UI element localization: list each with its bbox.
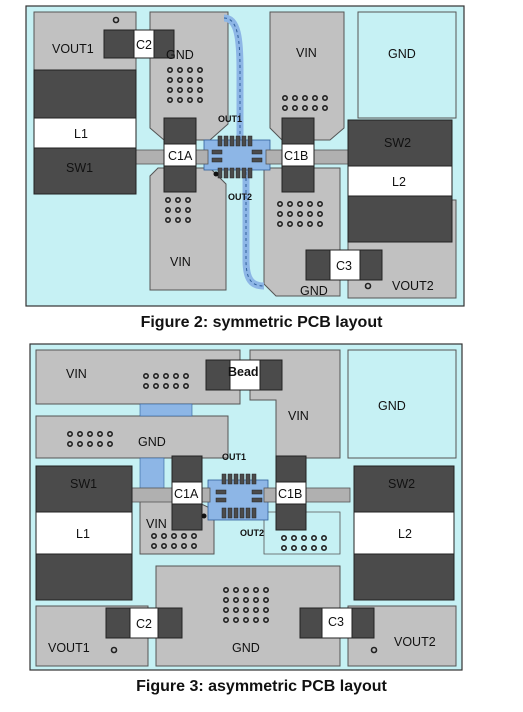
pin1-marker <box>201 513 207 519</box>
gnd-right-plane <box>357 11 457 119</box>
c3-capacitor <box>305 249 383 281</box>
via-array-vin-small <box>151 533 198 550</box>
figure-2-caption: Figure 2: symmetric PCB layout <box>140 314 383 331</box>
label-vin-bottom: VIN <box>170 255 191 269</box>
label-out2: OUT2 <box>228 192 252 202</box>
c1a-capacitor <box>171 455 203 531</box>
sw2-pad <box>347 119 453 167</box>
via-array-vin-bottom <box>165 197 192 224</box>
label-c1b: C1B <box>284 149 308 163</box>
label-gnd-left: GND <box>138 435 166 449</box>
label-vout2: VOUT2 <box>392 279 434 293</box>
figure-3-pcb-layout: VIN Bead VIN GND GND OUT1 SW1 C1A C1B SW… <box>29 343 463 671</box>
label-sw2: SW2 <box>388 477 415 491</box>
label-gnd-top: GND <box>166 48 194 62</box>
ic-pins <box>215 473 263 519</box>
sw1-pad <box>35 465 133 513</box>
label-vin-top: VIN <box>66 367 87 381</box>
vout2-plane <box>347 605 457 667</box>
label-gnd-right: GND <box>388 47 416 61</box>
blue-trace-top-dash <box>223 17 241 150</box>
label-c2: C2 <box>136 38 152 52</box>
label-gnd-bottom: GND <box>300 284 328 298</box>
pin1-marker <box>213 171 219 177</box>
vin-top-plane <box>269 11 345 141</box>
c2-capacitor <box>103 29 175 59</box>
figure-3-caption: Figure 3: asymmetric PCB layout <box>136 678 387 695</box>
ic-pins <box>211 135 263 179</box>
label-bead: Bead <box>228 365 259 379</box>
label-c1a: C1A <box>168 149 193 163</box>
label-c1a: C1A <box>174 487 199 501</box>
label-gnd-bottom: GND <box>232 641 260 655</box>
label-l1: L1 <box>76 527 90 541</box>
label-c3: C3 <box>336 259 352 273</box>
l1-inductor-body <box>33 117 137 149</box>
blue-trace-bottom-dash <box>245 160 265 287</box>
label-vout1: VOUT1 <box>48 641 90 655</box>
label-gnd-right: GND <box>378 399 406 413</box>
label-vout2: VOUT2 <box>394 635 436 649</box>
label-sw2: SW2 <box>384 136 411 150</box>
l1-inductor-top <box>33 69 137 119</box>
via-single-right <box>370 646 378 654</box>
bead-component <box>205 359 283 391</box>
label-out1: OUT1 <box>222 452 246 462</box>
blue-trace-left <box>139 403 193 417</box>
via-array-vin-top <box>281 95 328 112</box>
label-sw1: SW1 <box>66 161 93 175</box>
gnd-right-plane <box>347 349 457 459</box>
label-sw1: SW1 <box>70 477 97 491</box>
via-single-bottom <box>364 282 372 290</box>
c1b-capacitor <box>281 117 315 193</box>
c2-capacitor <box>105 607 183 639</box>
label-c2: C2 <box>136 617 152 631</box>
via-array-gnd-left <box>67 431 114 448</box>
l1-inductor-bottom <box>35 553 133 601</box>
l1-inductor-body <box>35 511 133 555</box>
sw1-pad <box>33 147 137 195</box>
via-single-left <box>110 646 118 654</box>
via-array-vin-top <box>143 372 190 389</box>
label-out2: OUT2 <box>240 528 264 538</box>
label-l2: L2 <box>392 175 406 189</box>
figure-2-pcb-layout: VOUT1 C2 GND VIN GND L1 SW1 OUT1 C1A C1B… <box>25 5 465 307</box>
l2-inductor-bottom <box>347 195 453 243</box>
label-c3: C3 <box>328 615 344 629</box>
gnd-left-plane <box>35 415 229 459</box>
label-c1b: C1B <box>278 487 302 501</box>
vin-top-plane <box>35 349 241 405</box>
c1a-capacitor <box>163 117 197 193</box>
via-array-gnd-right-lower <box>280 535 327 552</box>
label-vin-small: VIN <box>146 517 167 531</box>
l2-inductor-body <box>353 511 455 555</box>
label-vin-mid: VIN <box>288 409 309 423</box>
l2-inductor-bottom <box>353 553 455 601</box>
label-out1: OUT1 <box>218 114 242 124</box>
via-array-gnd-bottom <box>223 587 269 623</box>
label-l2: L2 <box>398 527 412 541</box>
c3-capacitor <box>299 607 375 639</box>
blue-trace-left-vertical <box>139 457 165 491</box>
via-array-gnd-bottom <box>276 201 323 228</box>
sw2-pad <box>353 465 455 513</box>
via-single-top <box>112 16 120 24</box>
label-vout1: VOUT1 <box>52 42 94 56</box>
c1b-capacitor <box>275 455 307 531</box>
label-vin-top: VIN <box>296 46 317 60</box>
via-array-gnd-top <box>167 67 204 104</box>
label-l1: L1 <box>74 127 88 141</box>
